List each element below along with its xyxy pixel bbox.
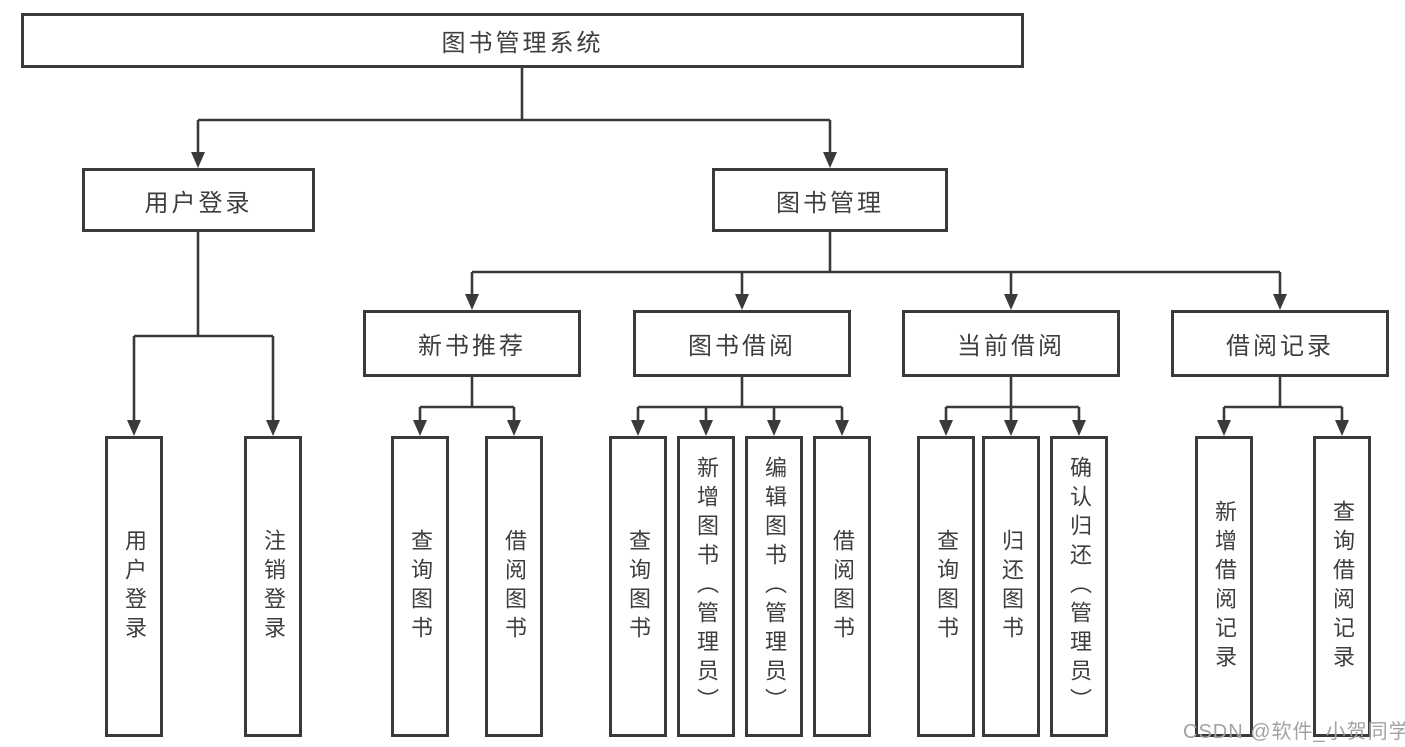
leaf-query-borrow-record: 查询借阅记录: [1313, 436, 1371, 737]
tree-edges: [132, 66, 1344, 421]
node-library-management-system: 图书管理系统: [21, 13, 1024, 68]
node-user-login: 用户登录: [82, 168, 315, 232]
node-new-book-recommendation: 新书推荐: [363, 310, 581, 377]
leaf-confirm-return-admin: 确认归还（管理员）: [1050, 436, 1108, 737]
leaf-edit-books-admin: 编辑图书（管理员）: [745, 436, 803, 737]
node-book-borrowing: 图书借阅: [633, 310, 851, 377]
node-book-management: 图书管理: [712, 168, 948, 232]
leaf-add-books-admin: 新增图书（管理员）: [677, 436, 735, 737]
leaf-borrow-books-borrowing: 借阅图书: [813, 436, 871, 737]
leaf-add-borrow-record: 新增借阅记录: [1195, 436, 1253, 737]
leaf-logout-login: 注销登录: [244, 436, 302, 737]
node-borrowing-records: 借阅记录: [1171, 310, 1389, 377]
leaf-user-login: 用户登录: [105, 436, 163, 737]
leaf-return-books: 归还图书: [982, 436, 1040, 737]
arrowhead-icons: [127, 152, 1349, 436]
node-current-borrowing: 当前借阅: [902, 310, 1120, 377]
csdn-watermark: CSDN @软件_小贺同学: [1183, 721, 1405, 743]
leaf-borrow-books-recommend: 借阅图书: [485, 436, 543, 737]
leaf-query-books-borrowing: 查询图书: [609, 436, 667, 737]
leaf-query-books-recommend: 查询图书: [391, 436, 449, 737]
leaf-query-books-current: 查询图书: [917, 436, 975, 737]
